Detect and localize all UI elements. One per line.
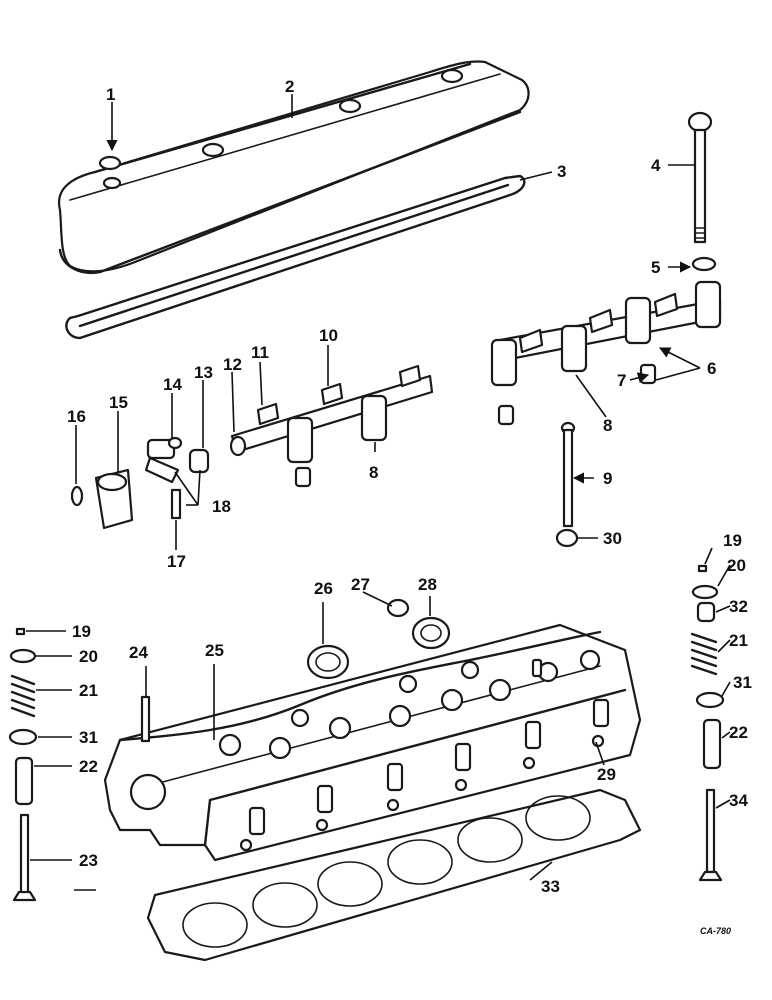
callout: 21	[79, 681, 98, 700]
push-rod	[560, 421, 576, 528]
callout: 21	[729, 631, 748, 650]
callout: 31	[79, 728, 98, 747]
bolt-washer	[691, 256, 717, 272]
callout: 1	[106, 85, 115, 104]
leader-lines	[26, 94, 731, 891]
callout: 4	[651, 156, 661, 175]
plugs	[306, 598, 451, 680]
callout: 20	[79, 647, 98, 666]
callout: 6	[707, 359, 716, 378]
callout: 34	[729, 791, 748, 810]
hold-down-bolt	[687, 111, 713, 244]
callout: 5	[651, 258, 660, 277]
callout: 9	[603, 469, 612, 488]
callout-labels: 1 2 3 4 5 6 7 8 8 9 10 11 12 13 14 15 16…	[67, 77, 752, 936]
callout: 20	[727, 556, 746, 575]
drawing-code: CA-780	[700, 926, 731, 936]
callout: 32	[729, 597, 748, 616]
cylinder-head	[103, 623, 642, 862]
callout: 27	[351, 575, 370, 594]
callout: 19	[72, 622, 91, 641]
callout: 31	[733, 673, 752, 692]
valve-train-right	[690, 564, 725, 882]
callout: 19	[723, 531, 742, 550]
callout: 10	[319, 326, 338, 345]
callout: 17	[167, 552, 186, 571]
callout: 15	[109, 393, 128, 412]
callout: 8	[369, 463, 378, 482]
small-parts-left	[70, 436, 210, 530]
head-stud	[140, 695, 151, 743]
callout: 11	[251, 343, 269, 362]
callout: 22	[79, 757, 98, 776]
valve-cover	[57, 60, 530, 275]
callout: 14	[163, 375, 182, 394]
callout: 30	[603, 529, 622, 548]
cover-gasket	[65, 174, 526, 340]
callout: 3	[557, 162, 566, 181]
callout: 13	[194, 363, 213, 382]
callout: 12	[223, 355, 242, 374]
callout: 33	[541, 877, 560, 896]
valve-train-left	[8, 627, 38, 902]
callout: 7	[617, 371, 626, 390]
callout: 25	[205, 641, 224, 660]
rocker-assembly-left	[229, 364, 434, 488]
callout: 16	[67, 407, 86, 426]
rocker-assembly-right	[490, 280, 722, 426]
callout: 28	[418, 575, 437, 594]
callout: 24	[129, 643, 148, 662]
callout: 22	[729, 723, 748, 742]
callout: 18	[212, 497, 231, 516]
callout: 2	[285, 77, 294, 96]
callout: 29	[597, 765, 616, 784]
head-gasket	[146, 788, 642, 962]
callout: 8	[603, 416, 612, 435]
callout: 26	[314, 579, 333, 598]
callout: 23	[79, 851, 98, 870]
push-rod-cap	[555, 528, 579, 548]
